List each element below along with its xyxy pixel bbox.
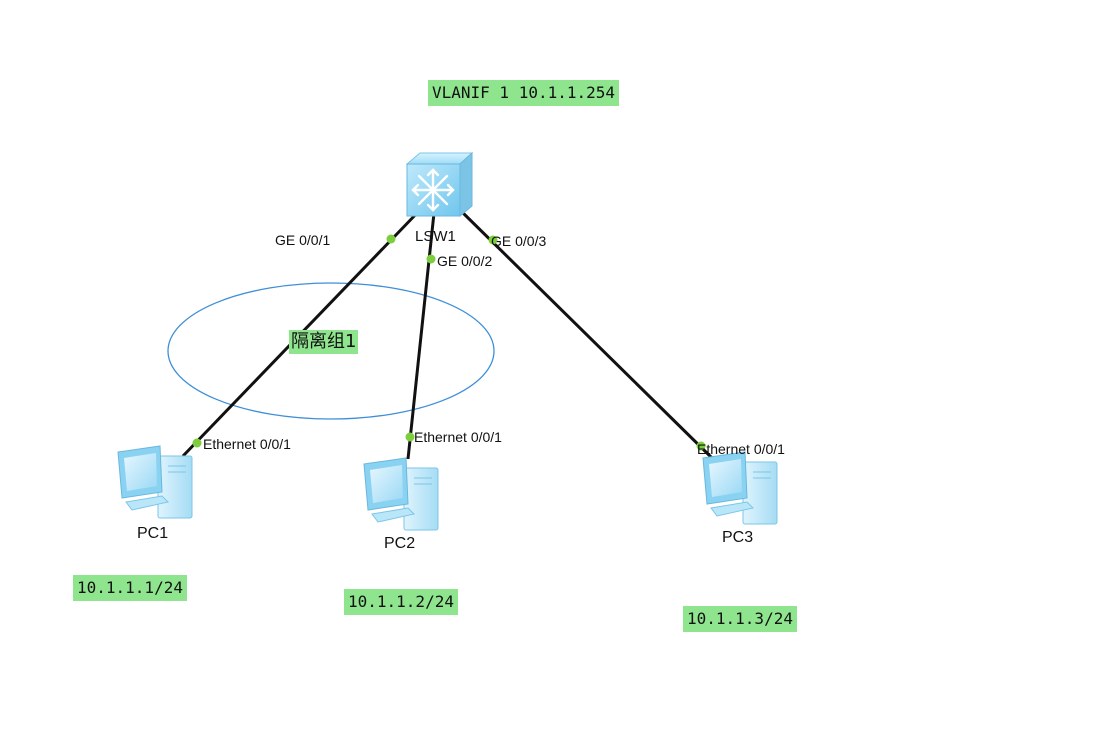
layer3-switch-icon[interactable] (405, 151, 474, 218)
desktop-pc-icon[interactable] (702, 451, 778, 525)
port-dot-pc2 (405, 432, 415, 442)
pc2-ip-label: 10.1.1.2/24 (344, 589, 458, 615)
isolation-group-ellipse (167, 282, 495, 420)
port-dot-pc3 (696, 441, 706, 451)
pc3-name: PC3 (722, 529, 754, 546)
pc2-name: PC2 (384, 535, 416, 552)
pc1-ip-label: 10.1.1.1/24 (73, 575, 187, 601)
port-dot-ge002 (426, 254, 436, 264)
pc3-ip-label: 10.1.1.3/24 (683, 606, 797, 632)
port-dot-ge003 (488, 235, 498, 245)
desktop-pc-icon[interactable] (117, 445, 193, 519)
port-label-ge001: GE 0/0/1 (275, 232, 331, 248)
isolation-group-label: 隔离组1 (289, 330, 359, 354)
port-dot-pc1 (192, 438, 202, 448)
pc3-port-label: Ethernet 0/0/1 (697, 441, 785, 457)
port-dot-ge001 (386, 234, 396, 244)
link-lsw1-pc3[interactable] (458, 208, 714, 460)
pc1-port-label: Ethernet 0/0/1 (203, 436, 291, 452)
link-lsw1-pc2[interactable] (406, 212, 436, 460)
port-label-ge002: GE 0/0/2 (437, 253, 493, 269)
pc1-name: PC1 (137, 525, 169, 542)
vlanif-label: VLANIF 1 10.1.1.254 (428, 80, 620, 106)
port-label-ge003: GE 0/0/3 (491, 233, 547, 249)
switch-name-label: LSW1 (415, 228, 456, 245)
pc2-port-label: Ethernet 0/0/1 (414, 429, 502, 445)
desktop-pc-icon[interactable] (363, 457, 439, 531)
